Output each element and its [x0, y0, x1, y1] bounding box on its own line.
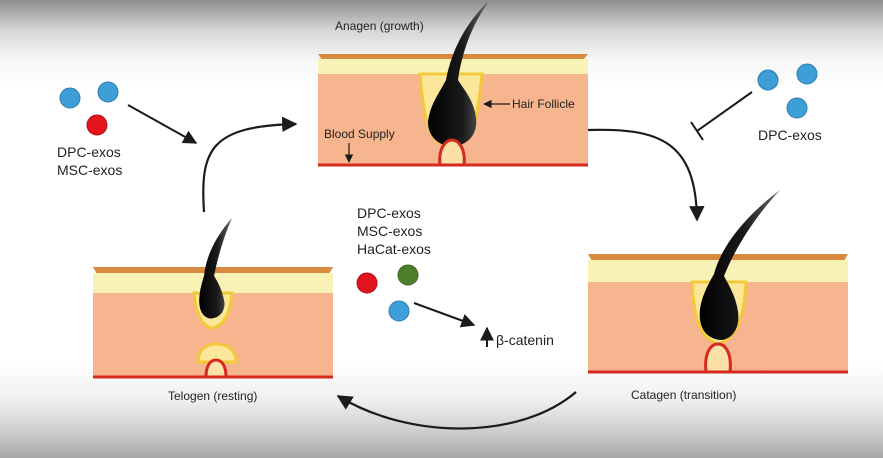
beta-catenin-label: β-catenin	[496, 332, 554, 348]
exo-label-msc: MSC-exos	[57, 162, 122, 178]
cycle-arrow-anagen-to-catagen	[587, 128, 705, 222]
exo-label-dpc: DPC-exos	[57, 144, 121, 160]
catagen-skin-top	[588, 254, 848, 261]
exo-blue-dot	[97, 81, 119, 103]
telogen-skin-section	[93, 218, 333, 379]
cycle-arrow-catagen-to-telogen	[336, 391, 577, 430]
anagen-dermal-papilla	[438, 138, 466, 167]
telogen-germ-capsule	[196, 342, 238, 364]
exo-blue-dot	[388, 300, 410, 322]
catagen-skin-section	[588, 190, 848, 374]
catagen-label: Catagen (transition)	[631, 388, 736, 402]
telogen-dermal-papilla	[204, 358, 228, 379]
exo-label-dpc-right: DPC-exos	[758, 127, 822, 143]
exo-arrow-topleft	[127, 104, 198, 144]
blood-supply-label: Blood Supply	[324, 127, 395, 141]
anagen-hair	[428, 0, 490, 146]
exo-red-dot	[356, 272, 378, 294]
exo-arrow-center	[413, 302, 476, 328]
exo-blue-dot	[757, 69, 779, 91]
exo-inhibit-bar	[690, 121, 704, 141]
catagen-hair	[699, 190, 780, 340]
telogen-label: Telogen (resting)	[168, 389, 257, 403]
telogen-hair	[199, 218, 232, 319]
exo-inhibit-line	[696, 91, 753, 132]
anagen-label: Anagen (growth)	[335, 19, 424, 33]
exo-blue-dot	[796, 63, 818, 85]
anagen-skin-section	[318, 0, 588, 167]
exo-label-dpc-center: DPC-exos	[357, 205, 421, 221]
exo-label-hacat-center: HaCat-exos	[357, 241, 431, 257]
exo-blue-dot	[786, 97, 808, 119]
catagen-dermal-papilla	[704, 342, 732, 374]
exo-red-dot	[86, 114, 108, 136]
hair-follicle-label: Hair Follicle	[512, 97, 575, 111]
exo-blue-dot	[59, 87, 81, 109]
exo-label-msc-center: MSC-exos	[357, 223, 422, 239]
cycle-arrow-telogen-to-anagen	[202, 116, 298, 213]
exo-green-dot	[397, 264, 419, 286]
